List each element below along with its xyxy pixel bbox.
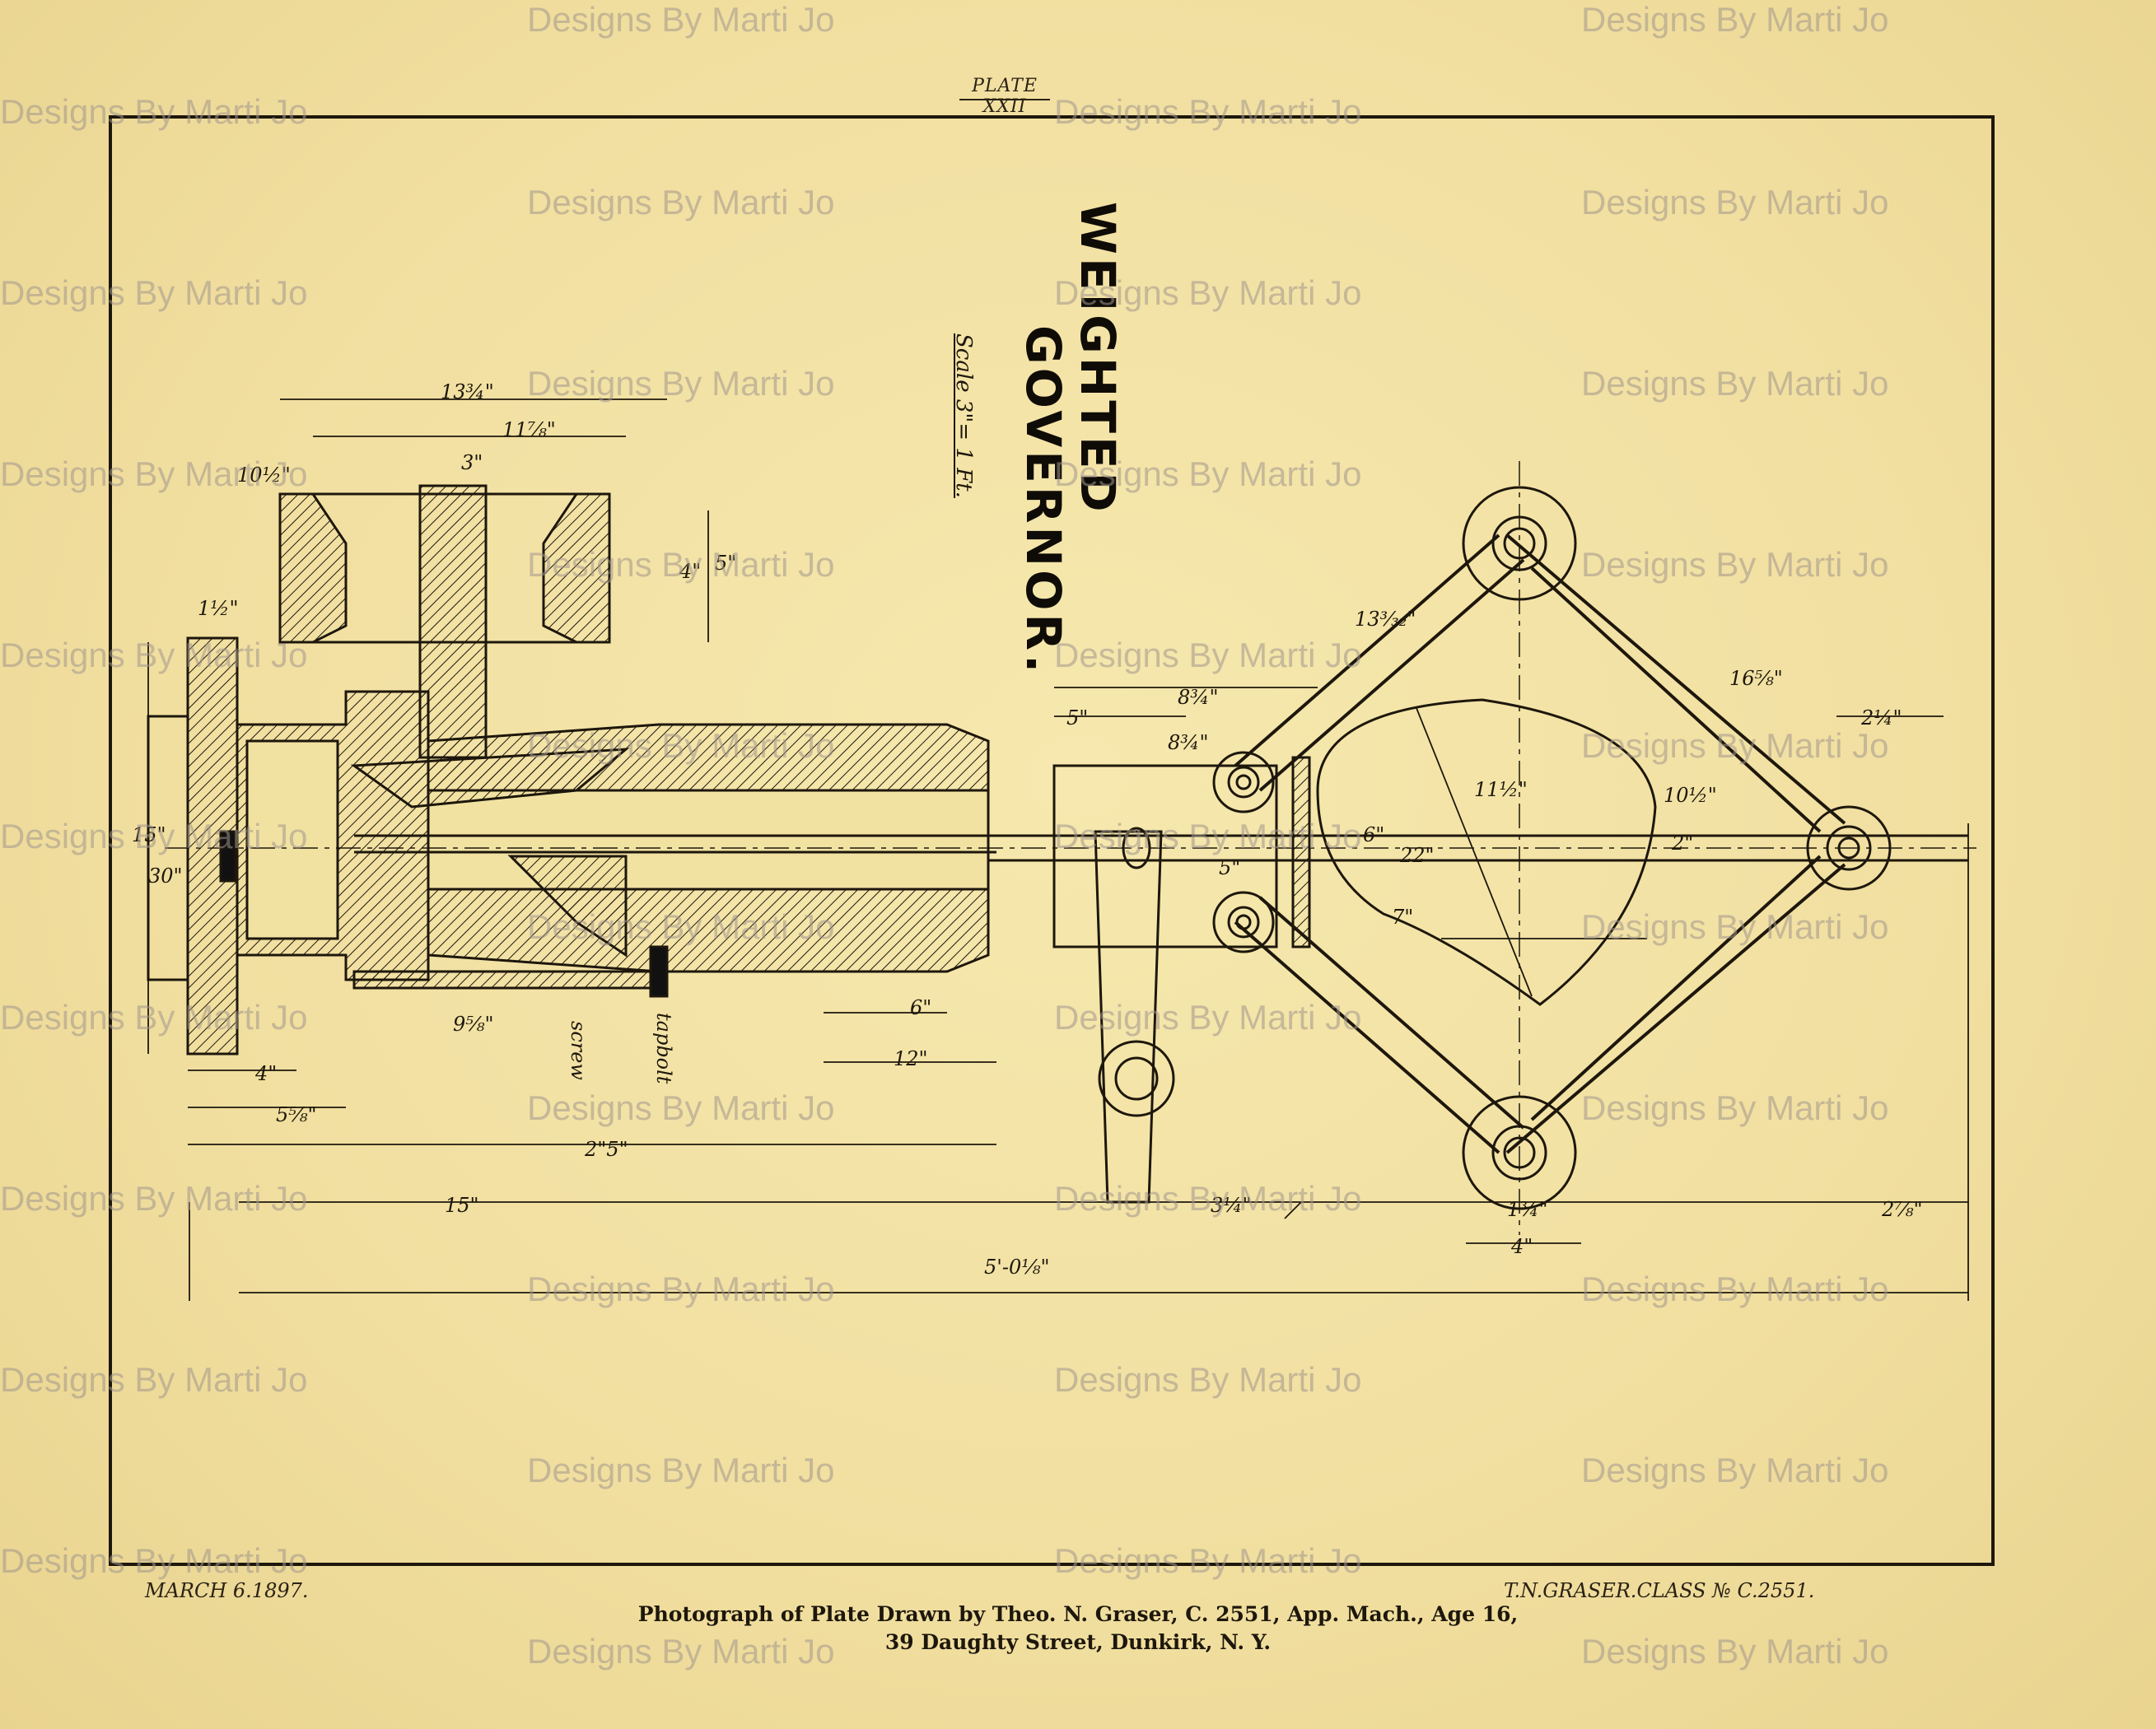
dim-label: 12" [894,1047,928,1070]
lever-arm [1094,830,1163,1204]
dim-label: 6" [1363,823,1385,846]
governor-arms [1234,534,1846,1154]
dim-label: 30" [148,864,183,888]
dim-label: 9⅝" [453,1013,494,1036]
dim-label: 13³⁄₃₂" [1355,608,1416,631]
draftsman-signature: T.N.GRASER.CLASS № C.2551. [1504,1579,1815,1602]
dim-label: 5" [1066,706,1089,729]
dimension-lines [147,398,1969,1301]
dim-label: 1½" [198,597,239,620]
dim-label: 3¼" [1211,1194,1252,1217]
dim-label: 10½" [1664,784,1717,807]
bevel-gear [350,748,630,809]
dim-label: 6" [910,996,932,1019]
governor-weight [1316,698,1657,1006]
caption-line-1: Photograph of Plate Drawn by Theo. N. Gr… [637,1602,1519,1626]
dim-label: 13¾" [441,380,494,403]
dim-label: 4" [679,560,702,583]
caption-line-2: 39 Daughty Street, Dunkirk, N. Y. [884,1630,1272,1654]
dim-label: 15" [132,823,166,846]
plate-caption: Photograph of Plate Drawn by Theo. N. Gr… [0,1601,2156,1657]
dim-label: 5⅝" [276,1103,317,1126]
dim-label: 4" [1511,1235,1533,1258]
dim-label: 2"5" [585,1138,628,1161]
dim-label: 1¾" [1507,1198,1548,1221]
drawing-title: WEIGHTED GOVERNOR. [1015,202,1126,677]
dim-label: 7" [1392,906,1414,929]
dim-label: 8¾" [1178,686,1219,709]
dim-label: 11½" [1474,778,1528,801]
dim-label: 8¾" [1168,731,1209,754]
dim-label: 16⅝" [1729,667,1783,690]
title-line-governor: GOVERNOR. [1015,325,1071,677]
dim-label: 3" [461,451,483,474]
dim-label-tapbolt: tapbolt [652,1013,675,1084]
plate-border [109,115,1995,1566]
dim-label: 2⅞" [1882,1198,1923,1221]
dim-label: 10½" [237,464,291,487]
scale-note: Scale 3"= 1 Ft. [951,333,976,498]
dim-label: 5" [715,552,737,575]
dim-label: 2" [1672,832,1694,855]
dim-label-screw: screw [567,1021,590,1080]
dim-label: 22" [1400,844,1435,867]
dim-label: 11⅞" [502,418,556,441]
plate-number-underline [959,99,1050,100]
title-line-weighted: WEIGHTED [1070,202,1126,515]
dim-label-overall: 5'-0⅛" [984,1256,1050,1279]
dim-label: 5" [1219,856,1241,879]
drawing-date: MARCH 6.1897. [145,1579,309,1602]
bottom-plate [352,970,652,990]
dim-label: 15" [445,1194,479,1217]
dim-label: 2¼" [1861,706,1902,729]
dim-label: 4" [255,1062,278,1085]
